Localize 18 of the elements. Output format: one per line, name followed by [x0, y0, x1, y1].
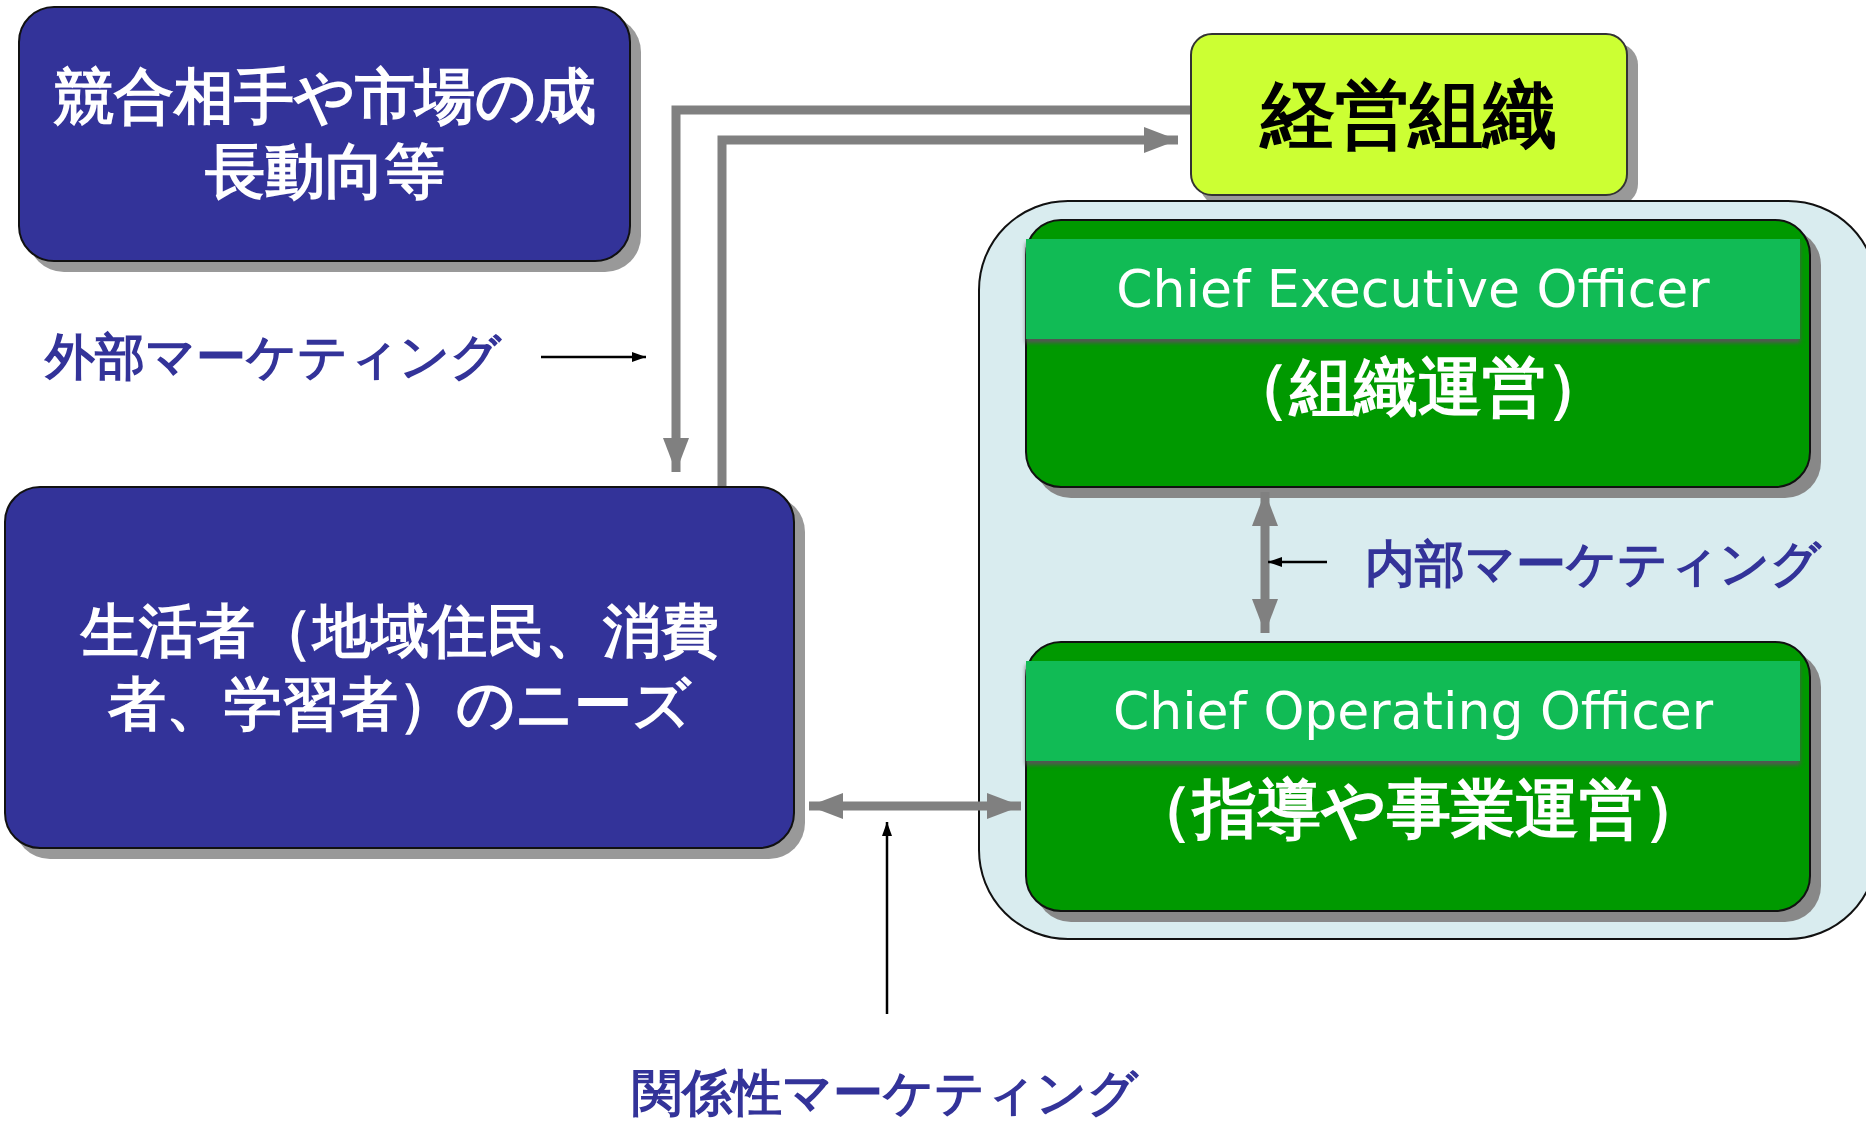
label-text: 外部マーケティング — [44, 326, 501, 388]
role-text: （組織運営） — [1226, 349, 1610, 426]
leader-arrow — [541, 352, 646, 362]
arrow — [809, 793, 1021, 819]
arrow — [1252, 492, 1278, 633]
box-text: 競合相手や市場の成長動向等 — [52, 60, 597, 208]
role-text: （指導や事業運営） — [1129, 771, 1707, 848]
leader-arrow — [882, 822, 892, 1014]
group-panel — [978, 200, 1866, 940]
header-band: Chief Executive Officer — [1026, 239, 1800, 339]
arrow — [663, 105, 1190, 472]
arrow — [717, 127, 1178, 486]
header-band: Chief Operating Officer — [1026, 661, 1800, 761]
label-text: 関係性マーケティング — [632, 1062, 1138, 1124]
box-text: 経営組織 — [1258, 70, 1558, 160]
label-text: 内部マーケティング — [1365, 533, 1821, 595]
leader-arrow — [1268, 557, 1327, 567]
box-text: 生活者（地域住民、消費者、学習者）のニーズ — [79, 596, 720, 740]
